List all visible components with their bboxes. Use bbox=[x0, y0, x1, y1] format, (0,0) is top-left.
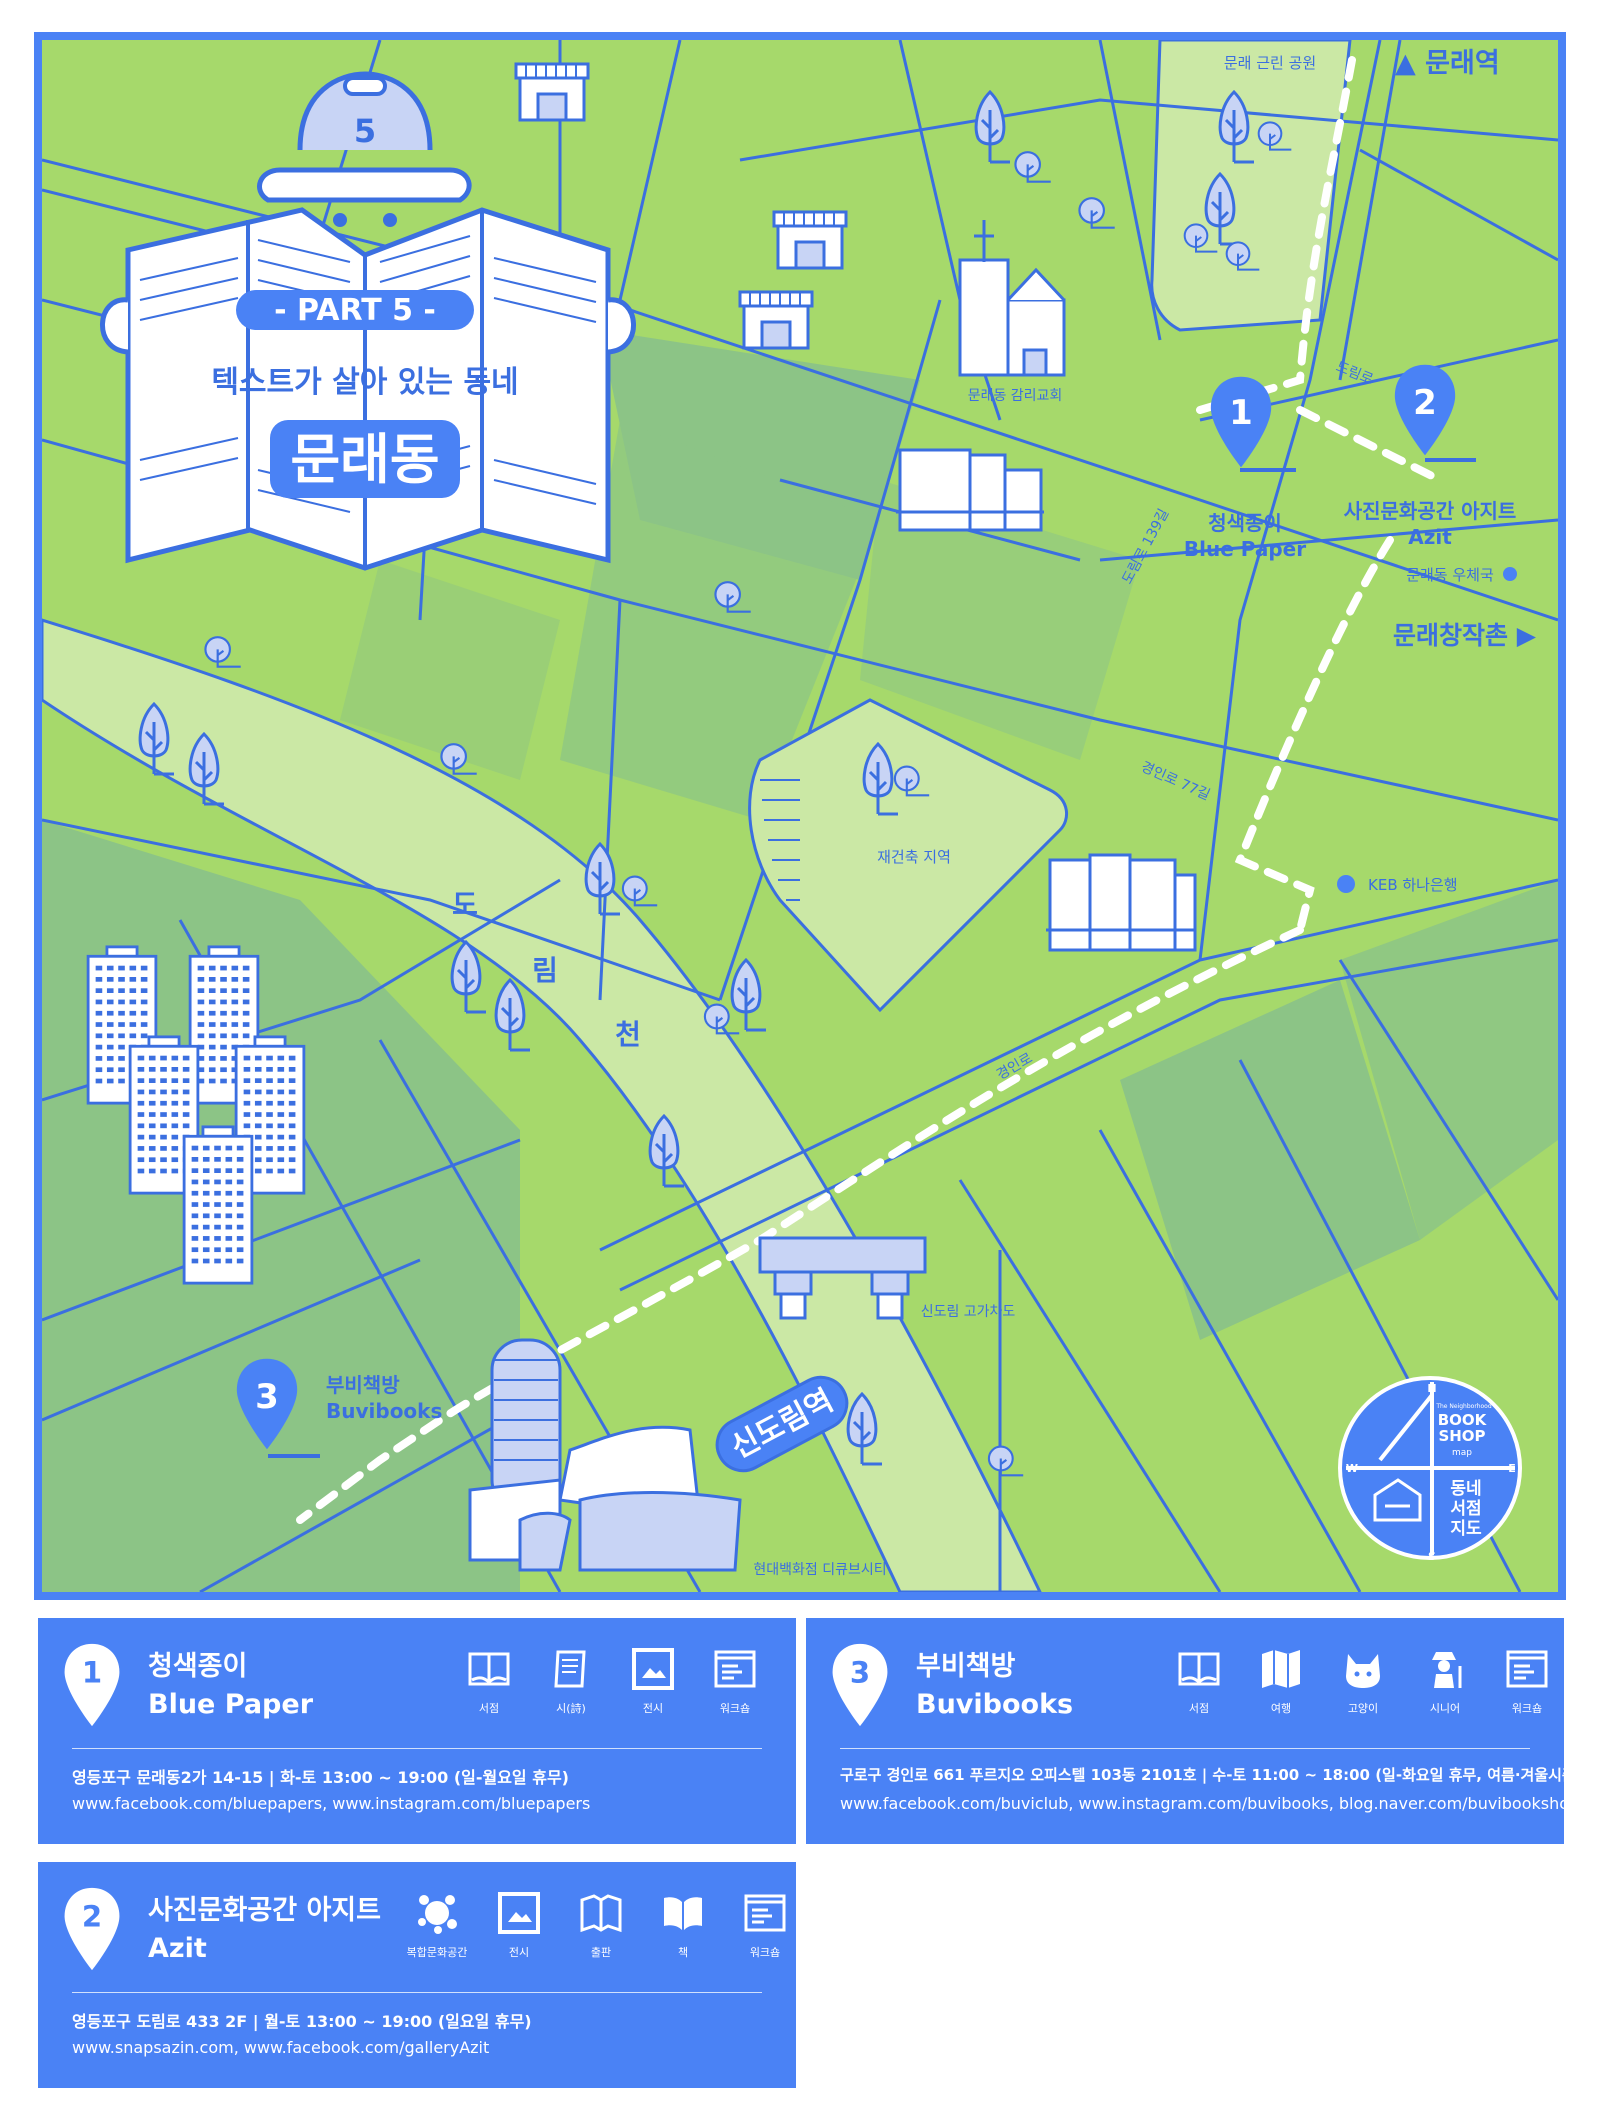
department-store-icon bbox=[468, 1338, 742, 1572]
category-board: 워크숍 bbox=[704, 1646, 766, 1716]
art-village-label[interactable]: 문래창작촌 ▶ bbox=[1393, 621, 1537, 650]
shop-building-icon bbox=[514, 62, 590, 122]
pin-icon: 2 bbox=[64, 1887, 120, 1971]
frame-icon bbox=[632, 1648, 674, 1690]
department-store-label: 현대백화점 디큐브시티 bbox=[753, 1562, 886, 1578]
category-map: 여행 bbox=[1250, 1646, 1312, 1716]
svg-text:E: E bbox=[1508, 1462, 1516, 1475]
mascot-illustration: 5 - PART 5 - 텍스트가 살아 있는 동네 문래동 bbox=[100, 71, 636, 571]
svg-text:동네: 동네 bbox=[1450, 1479, 1481, 1499]
board-icon bbox=[714, 1650, 756, 1688]
card-address: 영등포구 도림로 433 2F | 월-토 13:00 ~ 19:00 (일요일… bbox=[72, 2012, 532, 2031]
svg-text:지도: 지도 bbox=[1450, 1519, 1482, 1539]
map-title: 문래동 bbox=[290, 428, 439, 491]
pin-label-en: Blue Paper bbox=[1184, 537, 1306, 561]
part-label: - PART 5 - bbox=[274, 293, 436, 328]
pin-number: 1 bbox=[1229, 393, 1253, 433]
svg-text:2: 2 bbox=[82, 1899, 102, 1933]
category-frame: 전시 bbox=[622, 1646, 684, 1716]
reconstruction-zone-label: 재건축 지역 bbox=[877, 848, 951, 866]
station-label[interactable]: ▲ 문래역 bbox=[1395, 48, 1500, 79]
compass-badge: N S W E The Neighborhood BOOK SHOP map 동… bbox=[1338, 1376, 1522, 1563]
category-frame: 전시 bbox=[488, 1890, 550, 1960]
card-address: 영등포구 문래동2가 14-15 | 화-토 13:00 ~ 19:00 (일-… bbox=[72, 1768, 569, 1787]
svg-text:3: 3 bbox=[850, 1655, 870, 1689]
svg-text:map: map bbox=[1452, 1448, 1472, 1458]
card-links[interactable]: www.facebook.com/buviclub, www.instagram… bbox=[840, 1794, 1580, 1813]
overpass-label: 신도림 고가차도 bbox=[921, 1304, 1016, 1320]
stream-label: 천 bbox=[615, 1018, 641, 1051]
pin-label-kr: 청색종이 bbox=[1208, 511, 1282, 535]
map-icon bbox=[1262, 1650, 1300, 1688]
map-pin-2[interactable]: 2 bbox=[1394, 364, 1476, 462]
card-links[interactable]: www.facebook.com/bluepapers, www.instagr… bbox=[72, 1794, 591, 1813]
helmet-number: 5 bbox=[354, 112, 376, 150]
park-label: 문래 근린 공원 bbox=[1224, 54, 1316, 72]
category-senior: 시니어 bbox=[1414, 1646, 1476, 1716]
board-icon bbox=[744, 1894, 786, 1932]
post-office-label: 문래동 우체국 bbox=[1406, 566, 1494, 584]
category-scroll: 시(詩) bbox=[540, 1646, 602, 1716]
stream-label: 림 bbox=[532, 954, 558, 987]
svg-text:SHOP: SHOP bbox=[1438, 1427, 1485, 1445]
shop-building-icon bbox=[772, 210, 848, 270]
church-building-icon bbox=[958, 220, 1066, 377]
pin-number: 2 bbox=[1413, 383, 1437, 423]
svg-text:S: S bbox=[1428, 1550, 1436, 1563]
svg-text:The Neighborhood: The Neighborhood bbox=[1435, 1403, 1492, 1410]
apartment-tower-icon bbox=[182, 1125, 254, 1285]
overpass-icon bbox=[758, 1236, 927, 1320]
svg-text:BOOK: BOOK bbox=[1438, 1411, 1488, 1429]
card-links[interactable]: www.snapsazin.com, www.facebook.com/gall… bbox=[72, 2038, 490, 2057]
pin-label-kr: 사진문화공간 아지트 bbox=[1344, 499, 1517, 523]
category-books: 출판 bbox=[570, 1890, 632, 1960]
building-cluster-icon bbox=[896, 448, 1044, 532]
pin-label-en: Buvibooks bbox=[326, 1399, 442, 1423]
pin-number: 3 bbox=[255, 1377, 279, 1417]
category-complex: 복합문화공간 bbox=[406, 1890, 468, 1960]
category-book: 책 bbox=[652, 1890, 714, 1960]
book-open-icon bbox=[1178, 1652, 1220, 1686]
category-book-open: 서점 bbox=[1168, 1646, 1230, 1716]
neighborhood-map: 신도림역 5 - PART 5 - 텍스트가 살아 있는 동네 문래동 문래 근… bbox=[34, 32, 1566, 1600]
building-cluster-icon bbox=[1046, 853, 1197, 952]
pin-icon: 3 bbox=[832, 1643, 888, 1727]
pin-icon: 1 bbox=[64, 1643, 120, 1727]
church-label: 문래동 감리교회 bbox=[968, 388, 1063, 404]
cat-icon bbox=[1346, 1654, 1380, 1688]
stream-label: 도 bbox=[452, 888, 478, 921]
book-open-icon bbox=[468, 1652, 510, 1686]
board-icon bbox=[1506, 1650, 1548, 1688]
svg-text:1: 1 bbox=[82, 1655, 102, 1689]
shop-building-icon bbox=[738, 290, 814, 350]
scroll-icon bbox=[554, 1650, 586, 1688]
bank-label: KEB 하나은행 bbox=[1368, 876, 1458, 894]
svg-text:서점: 서점 bbox=[1450, 1499, 1481, 1519]
category-cat: 고양이 bbox=[1332, 1646, 1394, 1716]
books-icon bbox=[580, 1894, 622, 1933]
category-book-open: 서점 bbox=[458, 1646, 520, 1716]
category-board: 워크숍 bbox=[1496, 1646, 1558, 1716]
book-icon bbox=[664, 1897, 702, 1930]
svg-text:N: N bbox=[1427, 1382, 1436, 1395]
map-subtitle: 텍스트가 살아 있는 동네 bbox=[211, 365, 518, 400]
senior-icon bbox=[1432, 1652, 1462, 1688]
pin-label-en: Azit bbox=[1408, 525, 1452, 549]
complex-icon bbox=[418, 1895, 457, 1934]
category-board: 워크숍 bbox=[734, 1890, 796, 1960]
pin-label-kr: 부비책방 bbox=[326, 1373, 400, 1397]
frame-icon bbox=[498, 1892, 540, 1934]
svg-text:W: W bbox=[1346, 1462, 1358, 1475]
map-pin-3[interactable]: 3 bbox=[236, 1358, 320, 1458]
map-pin-1[interactable]: 1 bbox=[1210, 376, 1296, 472]
card-address: 구로구 경인로 661 푸르지오 오피스텔 103동 2101호 | 수-토 1… bbox=[840, 1766, 1601, 1784]
